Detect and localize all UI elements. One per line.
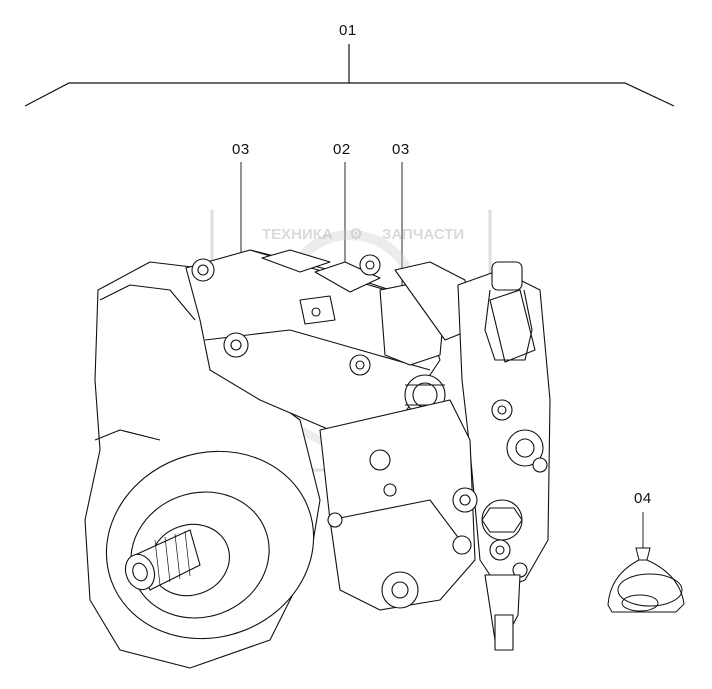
seal-kit-bag [607, 547, 685, 613]
gear-icon: ⚙ [349, 224, 364, 243]
callout-03-left: 03 [232, 141, 250, 158]
callout-03-right: 03 [392, 141, 410, 158]
assembly-bracket [24, 44, 675, 107]
watermark-left-text: ТЕХНИКА [262, 226, 333, 243]
callout-02: 02 [333, 141, 351, 158]
callout-04: 04 [634, 490, 652, 507]
callout-01: 01 [339, 22, 357, 39]
watermark-right-text: ЗАПЧАСТИ [382, 226, 465, 243]
hydraulic-pump [84, 249, 551, 669]
